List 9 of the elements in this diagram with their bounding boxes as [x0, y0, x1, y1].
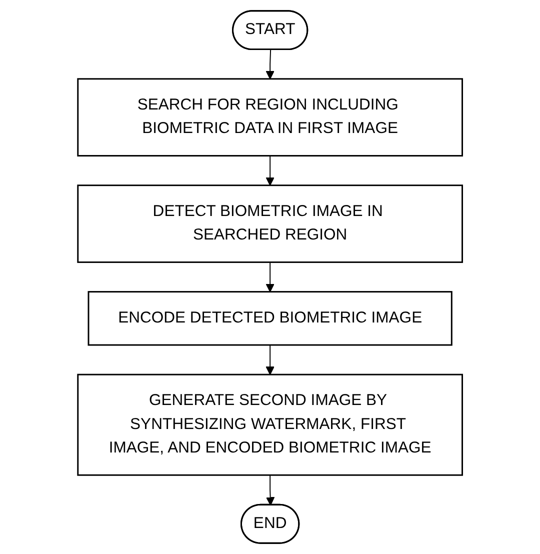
node-box: SEARCH FOR REGION INCLUDING BIOMETRIC DATA IN FIRST IMAGE: [77, 78, 463, 156]
node-box: GENERATE SECOND IMAGE BY SYNTHESIZING WATERMARK, FIRST IMAGE, AND ENCODED BIOMETRIC IMAGE: [77, 374, 463, 476]
arrow: [266, 155, 274, 186]
arrow: [266, 262, 274, 292]
arrow: [266, 49, 274, 80]
arrow: [266, 344, 274, 375]
node-box: ENCODE DETECTED BIOMETRIC IMAGE: [88, 291, 452, 346]
node-box: DETECT BIOMETRIC IMAGE IN SEARCHED REGION: [77, 184, 463, 263]
arrow: [266, 474, 275, 506]
